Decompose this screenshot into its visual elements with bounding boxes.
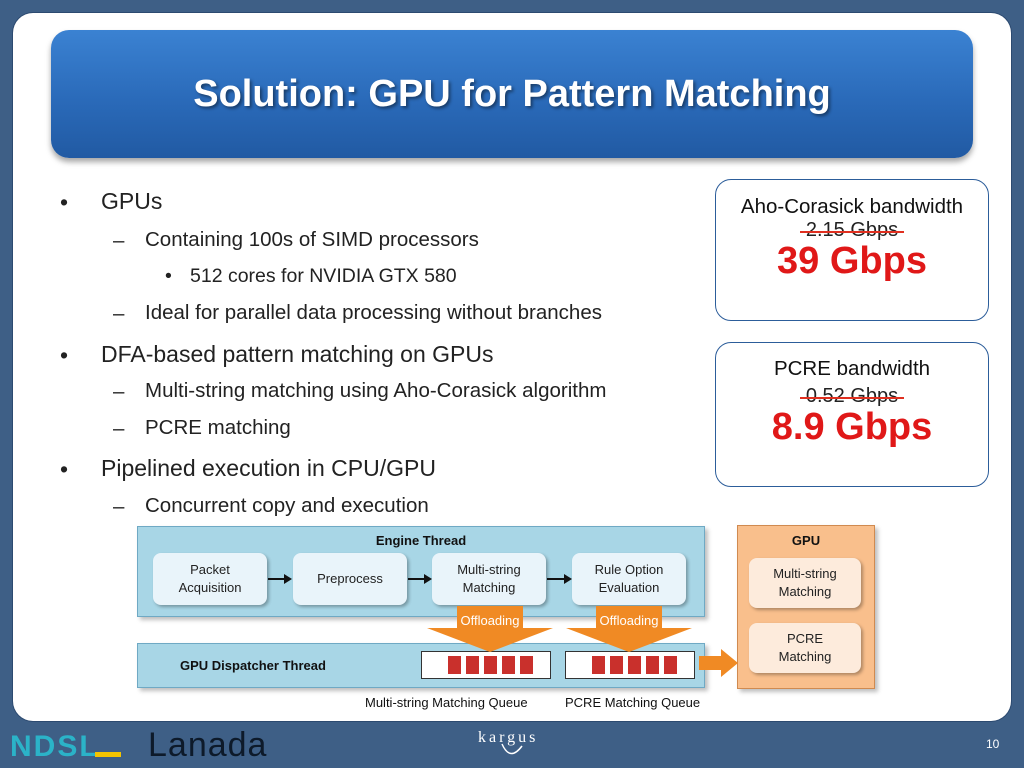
stage-preprocess: Preprocess: [293, 553, 407, 605]
bullet-marker: •: [165, 265, 172, 287]
callout-new-value: 8.9 Gbps: [771, 406, 933, 448]
multistring-queue-label: Multi-string Matching Queue: [365, 695, 528, 710]
callout-old-value: 2.15 Gbps: [799, 219, 905, 241]
queue-cell: [592, 656, 605, 674]
flow-arrow-head: [284, 574, 292, 584]
engine-thread-label: Engine Thread: [375, 533, 467, 548]
page-number: 10: [986, 737, 1000, 751]
bullet-marker: •: [60, 342, 69, 368]
bullet-item: Concurrent copy and execution: [145, 494, 429, 517]
queue-cell: [520, 656, 533, 674]
queue-cell: [502, 656, 515, 674]
flow-arrow-head: [564, 574, 572, 584]
svg-text:kargus: kargus: [478, 729, 538, 746]
offloading-label: Offloading: [599, 613, 659, 628]
bullet-item: GPUs: [101, 188, 163, 214]
bullet-item: Pipelined execution in CPU/GPU: [101, 455, 436, 481]
dispatch-to-gpu-arrow: [699, 649, 738, 677]
svg-text:NDSL: NDSL: [10, 730, 100, 762]
gpu-pcre-matching: PCRE Matching: [749, 623, 861, 673]
dash-marker: –: [113, 380, 125, 403]
stage-packet-acquisition: Packet Acquisition: [153, 553, 267, 605]
bullet-marker: •: [60, 189, 69, 215]
bullet-marker: •: [60, 456, 69, 482]
queue-cell: [484, 656, 497, 674]
slide-title: Solution: GPU for Pattern Matching: [193, 72, 831, 115]
title-bar: Solution: GPU for Pattern Matching: [51, 30, 973, 158]
flow-arrow: [268, 578, 284, 580]
pcre-bandwidth-callout: PCRE bandwidth 0.52 Gbps 8.9 Gbps: [715, 342, 989, 487]
offloading-label: Offloading: [460, 613, 520, 628]
bullet-item: Ideal for parallel data processing witho…: [145, 301, 602, 324]
queue-cell: [664, 656, 677, 674]
ndsl-logo-icon: NDSL: [10, 730, 121, 762]
bullet-item: Containing 100s of SIMD processors: [145, 228, 479, 251]
dash-marker: –: [113, 417, 125, 440]
dispatcher-label: GPU Dispatcher Thread: [180, 658, 326, 673]
gpu-label: GPU: [791, 533, 821, 548]
pcre-queue: [565, 651, 695, 679]
callout-label: PCRE bandwidth: [773, 357, 931, 380]
queue-cell: [610, 656, 623, 674]
bullet-item: 512 cores for NVIDIA GTX 580: [190, 265, 457, 287]
aho-bandwidth-callout: Aho-Corasick bandwidth 2.15 Gbps 39 Gbps: [715, 179, 989, 321]
gpu-multistring-matching: Multi-string Matching: [749, 558, 861, 608]
queue-cell: [628, 656, 641, 674]
stage-rule-option-evaluation: Rule Option Evaluation: [572, 553, 686, 605]
multistring-queue: [421, 651, 551, 679]
bullet-item: Multi-string matching using Aho-Corasick…: [145, 379, 607, 402]
lanada-logo-icon: Lanada: [148, 727, 267, 763]
queue-cell: [448, 656, 461, 674]
flow-arrow: [547, 578, 564, 580]
stage-multistring-matching: Multi-string Matching: [432, 553, 546, 605]
svg-text:Lanada: Lanada: [148, 727, 267, 763]
kargus-logo-icon: kargus: [478, 729, 538, 755]
queue-cell: [646, 656, 659, 674]
offloading-arrow: Offloading: [564, 606, 694, 652]
dash-marker: –: [113, 229, 125, 252]
callout-new-value: 39 Gbps: [777, 240, 927, 282]
pcre-queue-label: PCRE Matching Queue: [565, 695, 701, 710]
callout-old-value: 0.52 Gbps: [799, 385, 905, 407]
callout-label: Aho-Corasick bandwidth: [740, 195, 964, 218]
queue-cell: [466, 656, 479, 674]
flow-arrow-head: [424, 574, 432, 584]
bullet-item: DFA-based pattern matching on GPUs: [101, 341, 494, 367]
dash-marker: –: [113, 495, 125, 518]
dash-marker: –: [113, 302, 125, 325]
bullet-item: PCRE matching: [145, 416, 291, 439]
offloading-arrow: Offloading: [425, 606, 555, 652]
flow-arrow: [408, 578, 424, 580]
